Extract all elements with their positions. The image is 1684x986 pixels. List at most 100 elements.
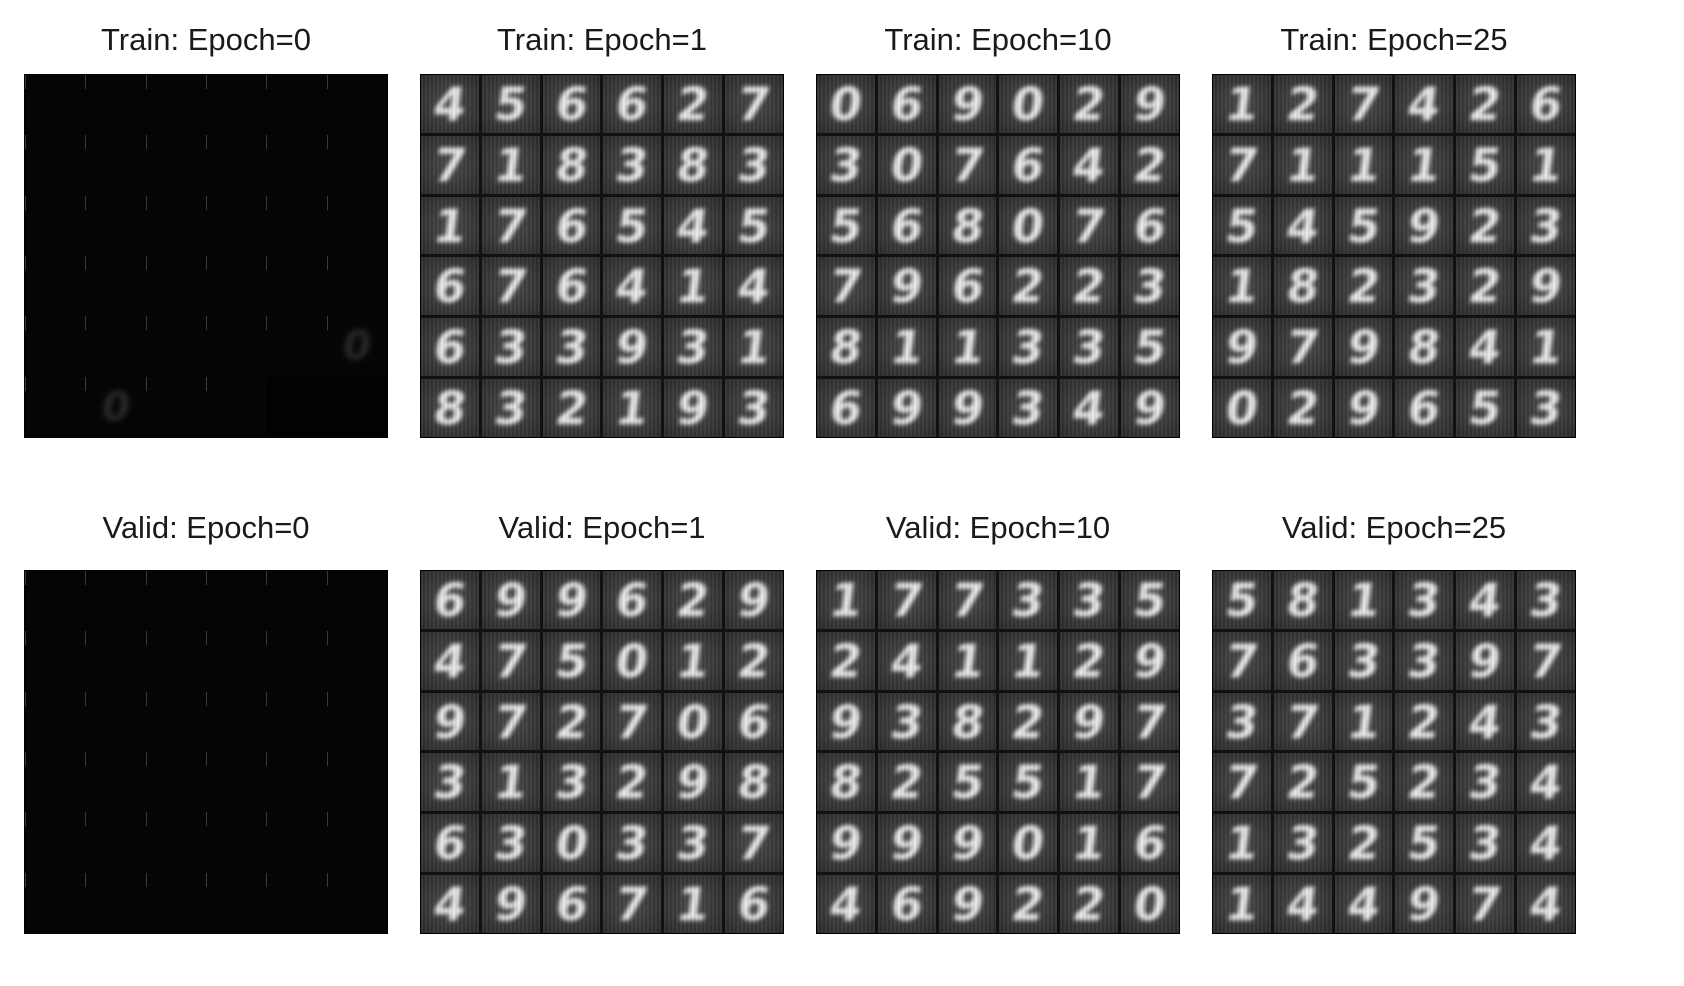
digit-tile [85, 691, 146, 752]
digit-glyph: 1 [947, 320, 988, 375]
digit-glyph: 3 [1069, 572, 1110, 627]
digit-glyph: 2 [551, 694, 592, 749]
digit-tile [266, 872, 327, 933]
digit-glyph: 4 [1465, 320, 1506, 375]
digit-glyph: 4 [673, 198, 714, 253]
digit-tile: 3 [664, 814, 723, 873]
digit-tile [25, 631, 86, 692]
digit-tile [25, 75, 86, 136]
digit-tile: 9 [1121, 75, 1179, 133]
digit-glyph: 6 [612, 572, 653, 627]
digit-tile: 8 [938, 196, 997, 255]
digit-tile: 0 [1121, 875, 1179, 933]
digit-glyph: 6 [1130, 816, 1170, 871]
digit-tile: 7 [481, 692, 540, 751]
digit-tile: 1 [999, 631, 1058, 690]
digit-glyph: 5 [1343, 755, 1384, 810]
digit-tile: 9 [725, 571, 783, 629]
digit-tile: 1 [877, 318, 936, 377]
digit-glyph: 3 [1069, 320, 1110, 375]
digit-tile: 3 [1273, 814, 1332, 873]
digit-tile: 5 [1456, 379, 1515, 437]
digit-tile: 1 [1213, 875, 1271, 933]
digit-tile [25, 255, 86, 317]
digit-tile: 7 [603, 692, 662, 751]
digit-glyph: 1 [1008, 633, 1049, 688]
digit-glyph: 5 [1465, 137, 1506, 192]
digit-tile [205, 571, 267, 632]
digit-glyph: 6 [947, 259, 988, 314]
digit-tile: 8 [1273, 571, 1332, 629]
digit-tile: 5 [938, 753, 997, 812]
digit-tile: 9 [817, 814, 875, 873]
digit-tile: 2 [664, 75, 723, 133]
digit-tile: 3 [481, 379, 540, 437]
digit-glyph: 9 [947, 381, 988, 436]
digit-tile: 7 [725, 75, 783, 133]
digit-glyph: 7 [1343, 76, 1384, 131]
digit-tile: 0 [1213, 379, 1271, 437]
digit-glyph: 0 [826, 76, 866, 131]
digit-glyph: 0 [339, 323, 374, 370]
digit-tile [326, 255, 387, 317]
digit-glyph: 0 [886, 137, 927, 192]
digit-glyph: 3 [673, 320, 714, 375]
digit-tile: 2 [1456, 75, 1515, 133]
digit-tile: 9 [1395, 875, 1454, 933]
digit-glyph: 3 [612, 137, 653, 192]
digit-glyph: 5 [1222, 572, 1262, 627]
digit-glyph: 2 [1404, 694, 1445, 749]
digit-tile: 1 [1213, 814, 1271, 873]
digit-tile: 8 [725, 753, 783, 812]
digit-tile: 6 [1395, 379, 1454, 437]
digit-tile: 7 [421, 135, 479, 194]
digit-tile: 5 [1395, 814, 1454, 873]
digit-tile [85, 631, 146, 692]
digit-tile [326, 751, 387, 813]
digit-glyph: 5 [1465, 381, 1506, 436]
digit-tile: 4 [1273, 875, 1332, 933]
panel-title: Train: Epoch=10 [884, 22, 1112, 57]
digit-tile: 6 [877, 196, 936, 255]
digit-glyph: 9 [551, 572, 592, 627]
digit-glyph: 3 [1526, 198, 1566, 253]
digit-glyph: 1 [1069, 816, 1110, 871]
digit-tile: 5 [1213, 196, 1271, 255]
digit-glyph: 3 [1008, 320, 1049, 375]
digit-glyph: 0 [673, 694, 714, 749]
digit-tile: 9 [938, 814, 997, 873]
digit-tile: 3 [999, 571, 1058, 629]
digit-tile [326, 691, 387, 752]
digit-tile: 3 [1060, 571, 1119, 629]
digit-tile: 2 [1273, 753, 1332, 812]
digit-tile [145, 75, 206, 136]
digit-tile: 1 [1334, 692, 1393, 751]
digit-tile [266, 691, 327, 752]
digit-tile: 5 [542, 631, 601, 690]
digit-tile: 9 [481, 875, 540, 933]
digit-glyph: 4 [430, 76, 470, 131]
digit-tile [25, 691, 86, 752]
digit-tile [145, 376, 206, 437]
digit-glyph: 9 [947, 76, 988, 131]
digit-glyph: 8 [947, 198, 988, 253]
digit-glyph: 5 [1008, 755, 1049, 810]
digit-tile: 6 [1273, 631, 1332, 690]
digit-tile: 9 [542, 571, 601, 629]
digit-glyph: 3 [612, 816, 653, 871]
digit-tile: 2 [999, 257, 1058, 316]
digit-glyph: 1 [734, 320, 774, 375]
digit-glyph: 4 [1526, 816, 1566, 871]
digit-glyph: 9 [1343, 381, 1384, 436]
digit-glyph: 7 [1222, 137, 1262, 192]
digit-glyph: 2 [1008, 877, 1049, 932]
digit-glyph: 7 [734, 76, 774, 131]
digit-tile: 6 [421, 257, 479, 316]
digit-tile: 1 [481, 753, 540, 812]
digit-glyph: 1 [886, 320, 927, 375]
digit-glyph: 9 [886, 816, 927, 871]
